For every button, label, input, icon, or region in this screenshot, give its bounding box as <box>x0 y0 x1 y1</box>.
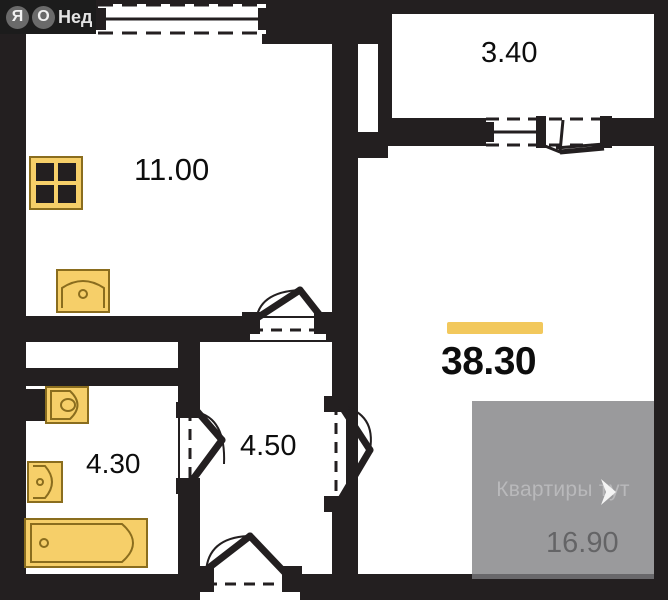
area-label-hallway: 4.50 <box>240 430 297 462</box>
area-label-balcony: 3.40 <box>481 37 538 69</box>
yandex-realty-logo: Я О Нед <box>0 0 97 34</box>
window-kitchen-icon <box>94 3 270 35</box>
door-bathroom-icon <box>176 402 226 494</box>
area-label-kitchen: 11.00 <box>134 152 210 187</box>
door-living-room-icon <box>324 396 374 512</box>
washbasin-icon <box>27 461 63 503</box>
door-kitchen-icon <box>242 286 332 340</box>
balcony-door-icon <box>484 116 612 155</box>
area-label-room-16-90: 16.90 <box>546 527 619 559</box>
yandex-mark-icon: Я <box>6 5 29 29</box>
area-label-total: 38.30 <box>441 340 537 383</box>
area-label-bathroom: 4.30 <box>86 448 141 479</box>
entry-door-icon <box>194 532 302 600</box>
kitchen-sink-icon <box>56 269 110 313</box>
toilet-icon <box>26 386 89 424</box>
realty-mark-icon: О <box>32 5 55 29</box>
radiator-icon <box>447 322 543 334</box>
stove-icon <box>29 156 83 210</box>
bathtub-icon <box>24 518 148 568</box>
logo-wordmark: Нед <box>58 6 93 27</box>
